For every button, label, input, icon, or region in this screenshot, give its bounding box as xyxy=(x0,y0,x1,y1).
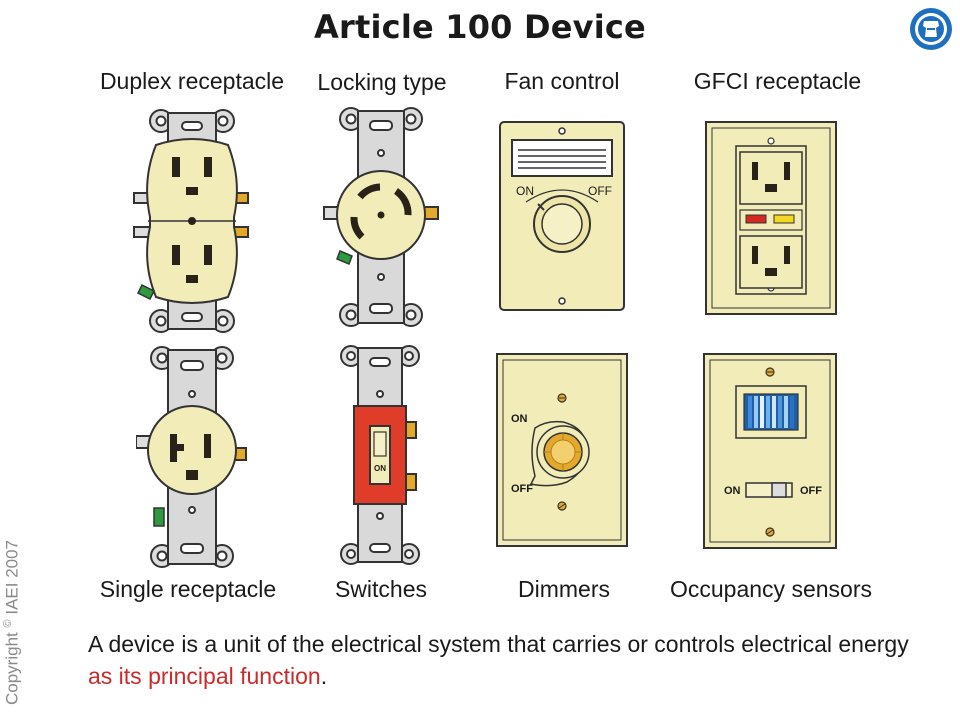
definition-text: A device is a unit of the electrical sys… xyxy=(88,631,909,657)
copyright-text: Copyright xyxy=(2,632,22,705)
dimmer-on-label: ON xyxy=(511,413,528,425)
dimmer-illustration: ON OFF xyxy=(496,353,628,547)
label-fan-control: Fan control xyxy=(504,68,620,94)
definition-end: . xyxy=(320,663,328,689)
label-occupancy-sensors: Occupancy sensors xyxy=(670,576,872,602)
single-receptacle-illustration xyxy=(136,346,247,568)
duplex-receptacle-illustration xyxy=(133,109,249,333)
label-dimmers: Dimmers xyxy=(518,576,610,602)
gfci-receptacle-illustration xyxy=(705,121,837,315)
occupancy-on-label: ON xyxy=(724,485,741,497)
label-gfci-receptacle: GFCI receptacle xyxy=(693,68,862,94)
iaei-logo-icon xyxy=(910,8,952,50)
fan-off-label: OFF xyxy=(588,184,612,198)
label-single-receptacle: Single receptacle xyxy=(99,576,277,602)
fan-on-label: ON xyxy=(516,184,534,198)
label-locking-type: Locking type xyxy=(317,69,447,95)
label-switches: Switches xyxy=(334,576,428,602)
occupancy-sensor-illustration: ON OFF xyxy=(703,353,837,549)
label-duplex-receptacle: Duplex receptacle xyxy=(99,68,285,94)
copyright-notice: Copyright © IAEI 2007 xyxy=(2,515,23,705)
copyright-symbol: © xyxy=(2,619,14,628)
fan-control-illustration: ON OFF xyxy=(499,121,625,311)
switch-on-text: ON xyxy=(374,464,386,473)
device-definition: A device is a unit of the electrical sys… xyxy=(88,628,938,692)
locking-receptacle-illustration xyxy=(323,107,439,327)
switch-illustration: ON xyxy=(340,345,420,565)
occupancy-off-label: OFF xyxy=(800,485,822,497)
dimmer-off-label: OFF xyxy=(511,483,533,495)
definition-highlight: as its principal function xyxy=(88,663,321,689)
page-title: Article 100 Device xyxy=(314,8,646,46)
copyright-holder: IAEI 2007 xyxy=(2,539,22,615)
